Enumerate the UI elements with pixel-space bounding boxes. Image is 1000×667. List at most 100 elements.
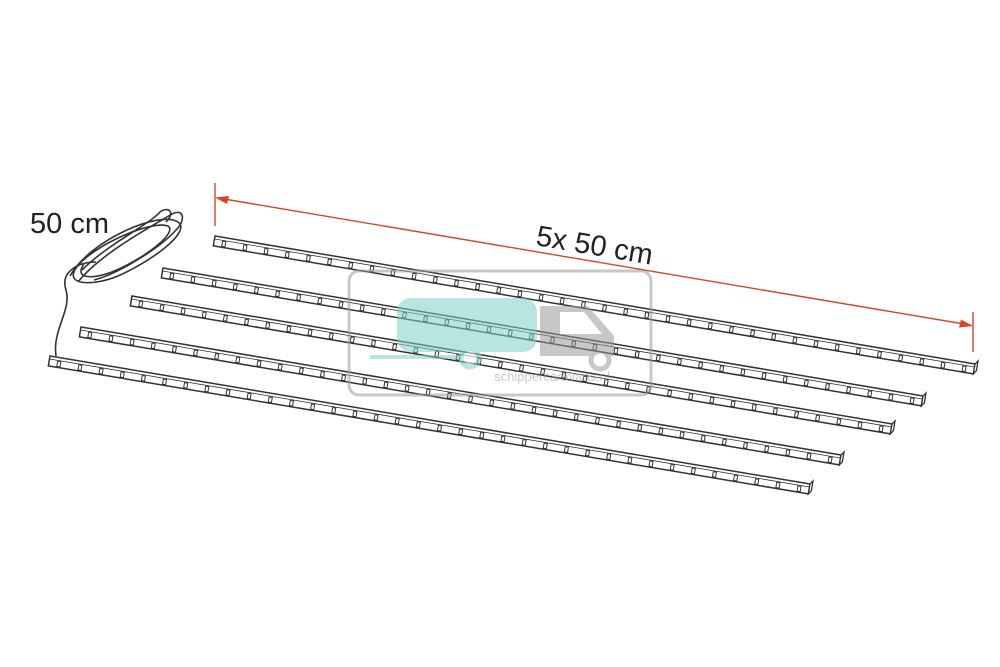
led-chip — [319, 370, 326, 378]
led-strips — [47, 235, 979, 496]
led-chip — [475, 283, 481, 291]
led-chip — [298, 367, 304, 375]
arrowhead-right-icon — [959, 319, 973, 328]
strip-end-cap — [889, 419, 896, 436]
led-chip — [793, 411, 800, 418]
led-chip — [232, 283, 238, 291]
led-chip — [594, 417, 600, 424]
led-chip — [253, 286, 259, 294]
led-chip — [888, 393, 894, 401]
led-chip — [688, 393, 694, 401]
led-chip — [98, 367, 104, 375]
led-chip — [221, 240, 227, 248]
led-chip — [561, 371, 567, 379]
led-chip — [436, 424, 443, 432]
led-chip — [603, 379, 609, 386]
led-chip — [286, 325, 292, 333]
arrowhead-left-icon — [215, 196, 229, 204]
led-chip — [288, 399, 295, 407]
led-chip — [411, 272, 417, 280]
led-chip — [331, 406, 337, 414]
watermark: schippercaravans.nl — [347, 269, 653, 397]
led-chip — [458, 428, 464, 436]
led-chip — [728, 326, 734, 333]
strip-channel — [49, 358, 810, 488]
led-chip — [161, 378, 168, 386]
watermark-text: schippercaravans.nl — [494, 369, 610, 384]
led-chip — [204, 385, 210, 393]
led-chip — [855, 347, 861, 355]
led-chip — [697, 361, 704, 369]
led-chip — [584, 449, 591, 457]
strip-end-cap — [838, 450, 845, 467]
led-chip — [824, 383, 831, 390]
strip-end-cap — [920, 391, 927, 408]
led-chip — [521, 439, 527, 446]
led-chip — [582, 375, 588, 383]
led-chip — [341, 374, 347, 382]
led-chip — [707, 322, 713, 330]
led-chip — [242, 244, 248, 252]
led-chip — [815, 414, 821, 422]
led-chip — [256, 360, 262, 367]
led-chip — [87, 331, 93, 339]
led-chip — [510, 402, 516, 410]
led-chip — [108, 335, 114, 343]
led-chip — [338, 301, 344, 308]
led-chip — [658, 427, 664, 435]
led-chip — [711, 471, 718, 478]
led-chip — [169, 272, 175, 280]
led-chip — [479, 431, 485, 439]
led-chip — [140, 374, 146, 382]
led-chip — [274, 290, 281, 298]
led-chip — [627, 456, 633, 464]
led-chip — [772, 407, 778, 415]
led-chip — [277, 363, 283, 371]
led-chip — [665, 315, 671, 323]
led-chip — [359, 304, 365, 312]
led-chip — [644, 311, 650, 319]
led-chip — [719, 365, 725, 373]
led-chip — [940, 361, 946, 369]
led-chip — [352, 410, 358, 418]
led-chip — [129, 338, 135, 346]
led-chip — [77, 364, 83, 372]
led-chip — [834, 343, 840, 351]
led-chip — [310, 403, 316, 411]
led-chip — [563, 446, 569, 453]
led-chip — [489, 399, 495, 407]
strip-length-label: 5x 50 cm — [534, 220, 655, 271]
led-chip — [573, 413, 579, 421]
led-chip — [183, 382, 189, 389]
led-chip — [721, 438, 727, 446]
led-chip — [624, 382, 630, 390]
led-chip — [751, 403, 757, 411]
led-chip — [782, 375, 788, 383]
led-chip — [225, 389, 231, 396]
led-chip — [634, 351, 640, 358]
led-chip — [201, 311, 207, 319]
led-chip — [761, 372, 767, 380]
led-chip — [265, 322, 271, 329]
led-chip — [909, 397, 915, 405]
led-chip — [700, 434, 706, 442]
led-chip — [392, 343, 398, 351]
led-chip — [467, 395, 474, 403]
led-chip — [518, 364, 525, 372]
led-chip — [150, 342, 156, 350]
led-strip — [47, 355, 814, 496]
led-chip — [606, 453, 612, 461]
led-chip — [655, 354, 661, 362]
led-chip — [690, 467, 696, 475]
led-chip — [876, 351, 883, 358]
strip-end-cap — [972, 359, 979, 376]
cable-length-label: 50 cm — [30, 208, 109, 240]
led-chip — [878, 425, 884, 433]
led-chip — [542, 442, 548, 450]
led-chip — [373, 414, 379, 421]
led-chip — [383, 381, 389, 389]
led-chip — [740, 368, 746, 376]
led-chip — [284, 251, 290, 259]
led-chip — [601, 304, 608, 312]
